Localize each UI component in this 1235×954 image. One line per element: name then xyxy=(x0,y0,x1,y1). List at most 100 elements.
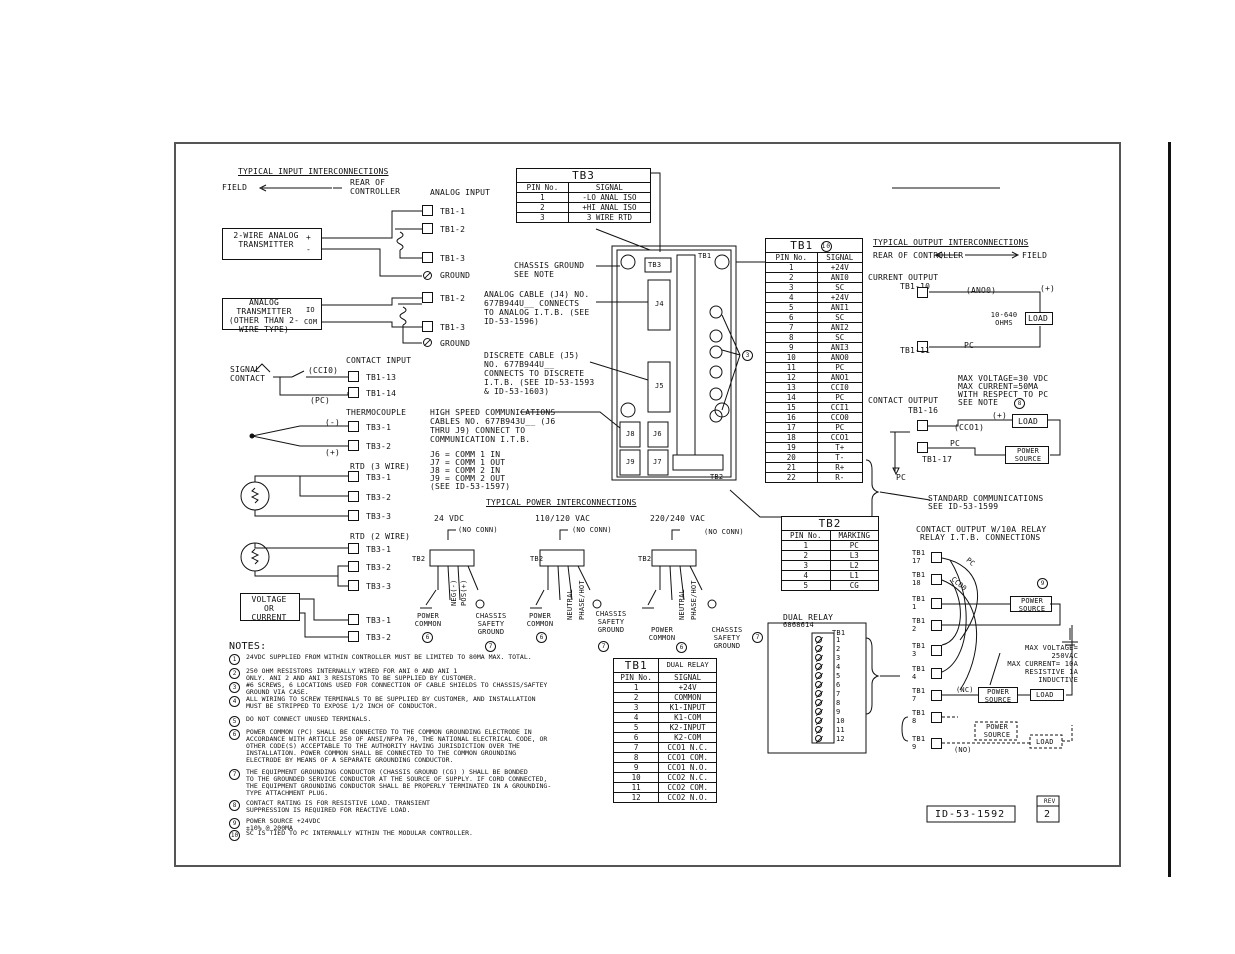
cell: 5 xyxy=(612,722,660,733)
screw-terminal-icon xyxy=(815,690,822,697)
tx-minus: - xyxy=(306,245,312,254)
cell: 20 xyxy=(765,452,818,463)
terminal-tb1-17 xyxy=(917,442,928,453)
cell: COMMON xyxy=(658,692,717,703)
cell: ANI0 xyxy=(816,272,863,283)
note-number: 4 xyxy=(229,696,240,707)
relay-title-2: RELAY I.T.B. CONNECTIONS xyxy=(920,533,1041,542)
input-field-label: FIELD xyxy=(222,183,248,192)
note-text: DO NOT CONNECT UNUSED TERMINALS. xyxy=(246,715,372,723)
note-3-marker: 3 xyxy=(742,350,753,361)
relay-tb1-label: TB1 xyxy=(832,629,846,637)
label-tb1-14: TB1-14 xyxy=(366,389,397,398)
chassis-safety-ground-1: CHASSIS SAFETY GROUND xyxy=(475,612,507,636)
tb2-label-2: TB2 xyxy=(530,555,544,563)
max-voltage-label: MAX VOLTAGE=30 Vdc xyxy=(958,374,1049,383)
standard-comm-label: STANDARD COMMUNICATIONS xyxy=(928,494,1044,503)
cell: 16 xyxy=(765,412,818,423)
relay-pin-label: 5 xyxy=(836,672,841,680)
relay-pin-label: 6 xyxy=(836,681,841,689)
power-source-box-3 xyxy=(978,687,1018,703)
power-title: TYPICAL POWER INTERCONNECTIONS xyxy=(486,498,637,507)
relay-terminal xyxy=(931,574,942,585)
table-row: 1+24V xyxy=(765,262,863,273)
cell: CCO2 N.C. xyxy=(658,772,717,783)
relay-no: (NO) xyxy=(954,746,972,754)
cell: 18 xyxy=(765,432,818,443)
label-tb3-2-tc: TB3-2 xyxy=(366,442,392,451)
relay-terminal xyxy=(931,690,942,701)
discrete-cable-label: DISCRETE CABLE (J5) No. 677B944U__ CONNE… xyxy=(484,351,595,396)
power-source-label-3: POWER SOURCE xyxy=(984,688,1012,704)
cell: 9 xyxy=(612,762,660,773)
cell: CCO1 N.C. xyxy=(658,742,717,753)
rev-label: REV xyxy=(1044,798,1056,805)
power-source-box-1 xyxy=(1005,446,1049,464)
input-rear-label: REAR OF CONTROLLER xyxy=(350,178,401,196)
cell: 15 xyxy=(765,402,818,413)
power-110vac: 110/120 Vac xyxy=(535,514,591,523)
doc-number: ID-53-1592 xyxy=(935,809,1006,820)
label-tb3-1-rtd: TB3-1 xyxy=(366,473,392,482)
tb1-17-label: TB1-17 xyxy=(922,455,953,464)
terminal-tb1-3b xyxy=(422,321,433,332)
note-number: 10 xyxy=(229,830,240,841)
chassis-safety-ground-2: CHASSIS SAFETY GROUND xyxy=(595,610,627,634)
label-tb3-3-rtd: TB3-3 xyxy=(366,512,392,521)
relay-pin-label: 2 xyxy=(836,645,841,653)
table-row: 1+24V xyxy=(612,682,717,693)
note-6-marker-3: 6 xyxy=(676,642,687,653)
tb1-11-label: TB1-11 xyxy=(900,346,931,355)
cell: K2-INPUT xyxy=(658,722,717,733)
relay-nc: (NC) xyxy=(956,686,974,694)
cell: SC xyxy=(816,312,863,323)
load-label-1: LOAD xyxy=(1028,314,1049,323)
j9-label: J9 = COMM 2 OUT xyxy=(430,474,506,483)
relay-pin-label: 4 xyxy=(836,663,841,671)
tb1-header-signal: SIGNAL xyxy=(816,252,863,263)
max-current-label: MAX CURRENT=50mA xyxy=(958,382,1039,391)
relay-terminal xyxy=(931,598,942,609)
table-row: 1-LO ANAL ISO xyxy=(516,192,652,203)
cell: +24V xyxy=(816,262,863,273)
cell: 7 xyxy=(612,742,660,753)
note-text: #6 SCREWS, 6 LOCATIONS USED FOR CONNECTI… xyxy=(246,681,548,696)
tb3-header-signal: SIGNAL xyxy=(567,182,652,193)
power-common-2: POWER COMMON xyxy=(526,612,554,628)
output-pc-label-2: PC xyxy=(950,439,961,448)
cell: 19 xyxy=(765,442,818,453)
cell: SC xyxy=(816,282,863,293)
note-text: THE EQUIPMENT GROUNDING CONDUCTOR (CHASS… xyxy=(246,768,552,797)
cell: 10 xyxy=(765,352,818,363)
note-text: ALL WIRING TO SCREW TERMINALS TO BE SUPP… xyxy=(246,695,536,710)
jack-j5: J5 xyxy=(655,382,664,390)
cell: 5 xyxy=(781,580,831,591)
no-conn-3: (NO CONN) xyxy=(704,528,744,536)
respect-label: WITH RESPECT TO PC xyxy=(958,390,1049,399)
cell: ANO1 xyxy=(816,372,863,383)
relay-pin-label: 10 xyxy=(836,717,845,725)
relay-terminal-label: TB1 1 xyxy=(912,595,926,611)
load-label-2: LOAD xyxy=(1018,417,1039,426)
cell: CCO2 COM. xyxy=(658,782,717,793)
terminal-tb3-2-tc xyxy=(348,440,359,451)
rtd2-label: RTD (2 WIRE) xyxy=(350,532,411,541)
dual-relay-header-pin: PIN No. xyxy=(612,672,660,683)
signal-contact-label: SIGNAL CONTACT xyxy=(230,365,266,383)
cell: 6 xyxy=(612,732,660,743)
